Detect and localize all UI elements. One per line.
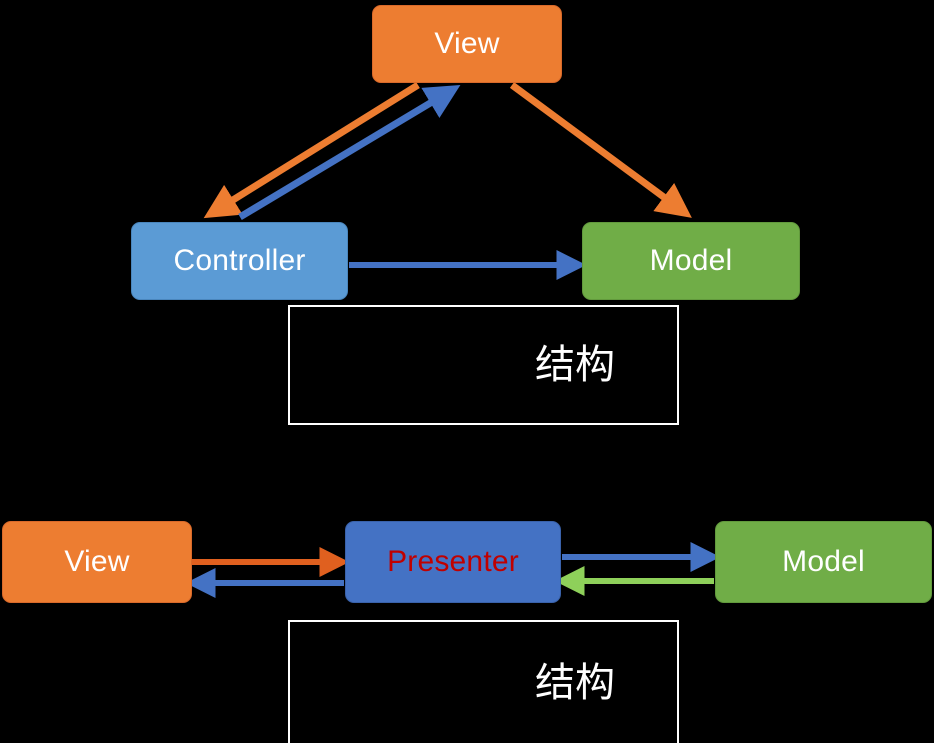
mvp-node-presenter[interactable]: Presenter <box>345 521 561 603</box>
mvc-node-model-label: Model <box>649 244 733 277</box>
mvp-node-presenter-label: Presenter <box>387 545 519 578</box>
mvc-caption-text: 结构 <box>535 342 615 388</box>
mvp-node-model[interactable]: Model <box>715 521 932 603</box>
mvc-node-view-label: View <box>434 27 500 60</box>
mvc-caption-box: 结构 <box>288 305 679 425</box>
mvc-node-controller[interactable]: Controller <box>131 222 348 300</box>
mvc-node-model[interactable]: Model <box>582 222 800 300</box>
mvc-node-controller-label: Controller <box>173 244 306 277</box>
mvp-node-model-label: Model <box>782 545 865 578</box>
mvp-caption-text: 结构 <box>535 659 615 706</box>
mvc-node-view[interactable]: View <box>372 5 562 83</box>
mvp-caption-box: 结构 <box>288 620 679 743</box>
mvp-node-view[interactable]: View <box>2 521 192 603</box>
mvp-node-view-label: View <box>64 545 130 578</box>
